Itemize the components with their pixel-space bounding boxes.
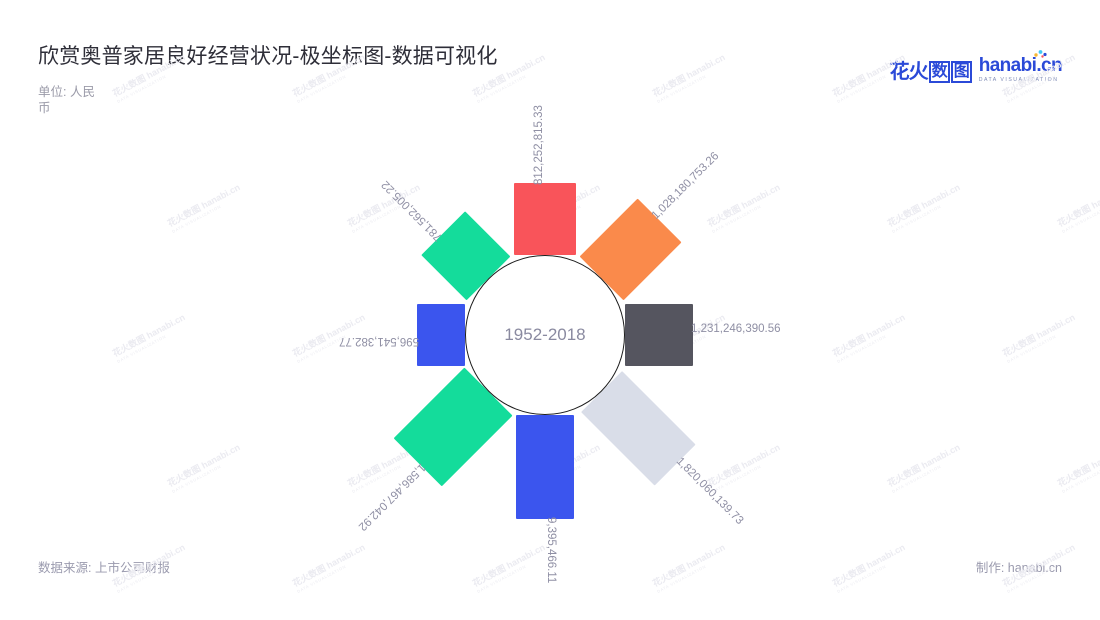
bar-wrapper — [514, 183, 576, 255]
logo-chinese-mark: 花火 数 图 — [889, 61, 972, 84]
logo-shu-text: 数 — [928, 61, 950, 84]
unit-label: 单位: 人民币 — [38, 85, 95, 115]
bar-value-label: 1,028,180,753.26 — [649, 150, 722, 222]
logo-hanabi-text: hanabi.cn — [978, 55, 1063, 76]
center-label: 1952-2018 — [504, 325, 586, 344]
bar-value-label: 1,586,467,042.92 — [355, 460, 428, 533]
bar-value-label: 9,395,466.11 — [545, 517, 557, 584]
bar-value-label: 1,820,060,139.73 — [673, 455, 746, 528]
sparkle-icon — [1034, 50, 1047, 58]
bar-wrapper — [625, 304, 693, 366]
logo-tu-text: 图 — [950, 61, 972, 84]
logo-tagline: DATA VISUALIZATION — [978, 77, 1059, 83]
bar-rect[interactable] — [417, 304, 465, 366]
bar-value-label: 812,252,815.33 — [533, 105, 545, 185]
bar-value-label: 781,562,005.22 — [379, 178, 445, 244]
page-title: 欣赏奥普家居良好经营状况-极坐标图-数据可视化 — [38, 45, 498, 68]
brand-logo: 花火 数 图 hanabi.cn DATA VISUALIZATION — [889, 50, 1063, 84]
logo-huahuo-text: 花火 — [889, 61, 929, 84]
footer-source: 数据来源: 上市公司财报 — [38, 561, 170, 575]
bar-wrapper — [417, 304, 465, 366]
bar-rect[interactable] — [514, 183, 576, 255]
logo-latin-mark: hanabi.cn DATA VISUALIZATION — [978, 50, 1063, 83]
footer-credit: 制作: hanabi.cn — [975, 561, 1062, 575]
bar-value-label: 1,231,246,390.56 — [691, 323, 781, 335]
bar-value-label: 596,541,382.77 — [339, 335, 419, 347]
bar-rect[interactable] — [516, 415, 574, 519]
bar-wrapper — [516, 415, 574, 519]
center-circle — [465, 255, 625, 415]
bar-rect[interactable] — [625, 304, 693, 366]
